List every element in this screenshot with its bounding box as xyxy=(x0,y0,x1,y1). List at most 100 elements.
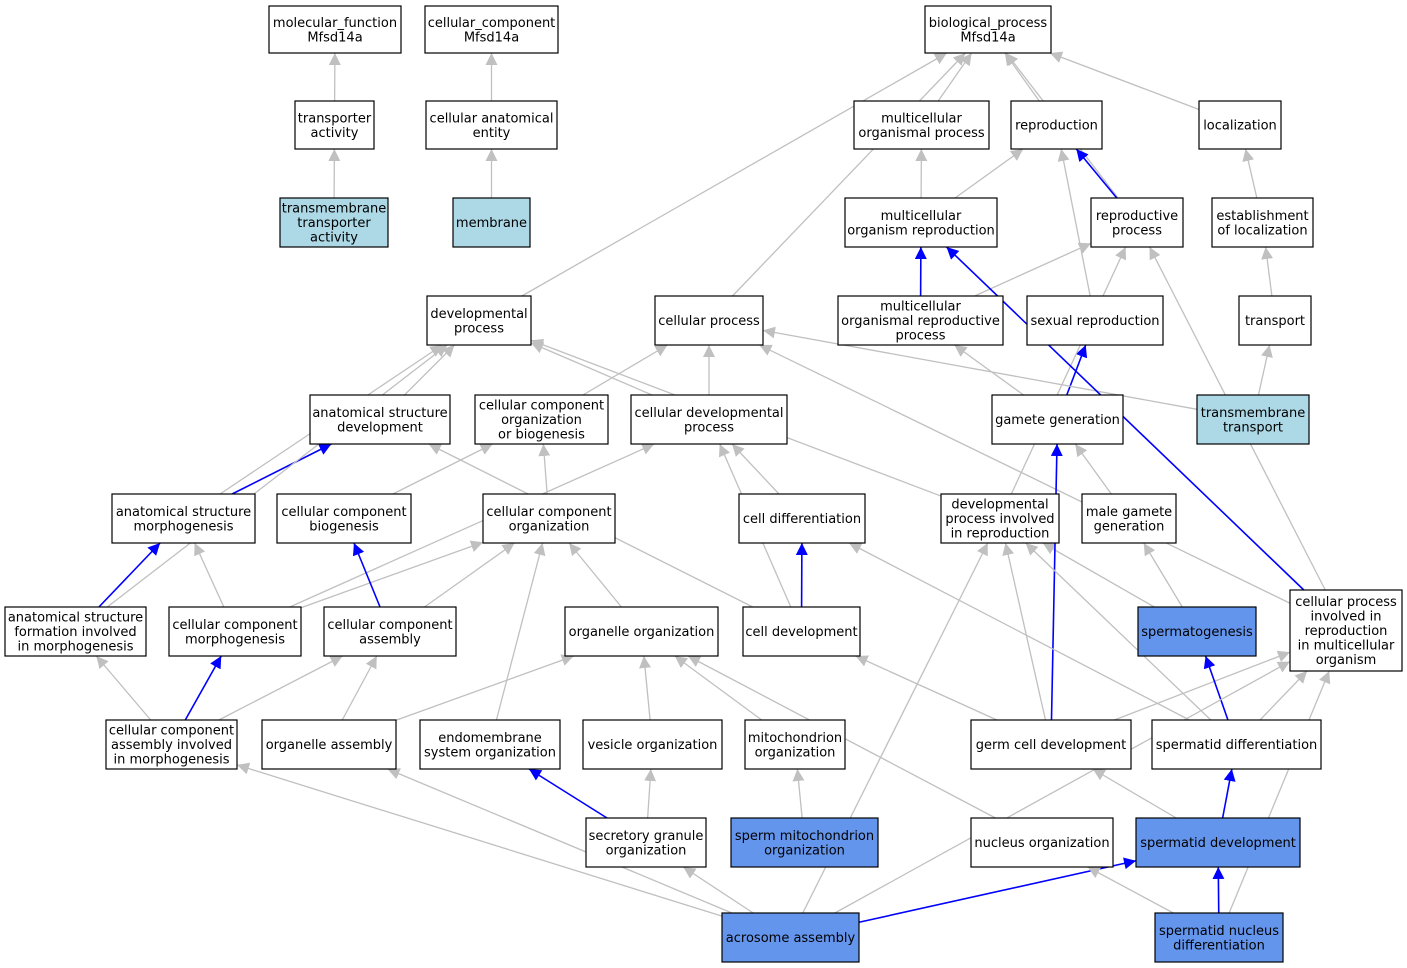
node-aa[interactable]: acrosome assembly xyxy=(721,912,860,963)
node-label-line: organization xyxy=(501,413,582,428)
node-box xyxy=(924,5,1052,54)
node-label-line: organization xyxy=(755,745,836,760)
node-label-line: cell differentiation xyxy=(743,512,861,527)
node-box xyxy=(970,817,1114,868)
node-tr[interactable]: transport xyxy=(1238,295,1312,346)
edge-snd-to-cpmo xyxy=(1228,670,1331,914)
node-box xyxy=(419,719,561,770)
node-cp[interactable]: cellular process xyxy=(654,295,764,346)
edge-mor-to-rep xyxy=(954,148,1024,199)
node-label-line: cellular anatomical xyxy=(430,111,554,126)
node-oo[interactable]: organelle organization xyxy=(564,606,719,657)
node-box xyxy=(738,493,866,544)
node-label-line: cellular component xyxy=(327,618,452,633)
node-spd[interactable]: spermatid differentiation xyxy=(1151,719,1322,770)
node-label-line: biogenesis xyxy=(309,519,379,534)
node-label-line: cellular component xyxy=(172,618,297,633)
node-oa[interactable]: organelle assembly xyxy=(261,719,397,770)
node-gg[interactable]: gamete generation xyxy=(991,394,1124,445)
node-box xyxy=(844,197,998,248)
node-label-line: vesicle organization xyxy=(588,738,718,753)
node-label-line: assembly involved xyxy=(111,738,232,753)
node-label-line: spermatid differentiation xyxy=(1156,738,1318,753)
node-sr[interactable]: sexual reproduction xyxy=(1026,295,1164,346)
node-label-line: anatomical structure xyxy=(312,406,447,421)
node-label-line: in reproduction xyxy=(951,527,1050,542)
node-box xyxy=(730,817,879,868)
edge-spd-to-spg xyxy=(1203,655,1229,721)
node-no[interactable]: nucleus organization xyxy=(970,817,1114,868)
node-label-line: multicellular xyxy=(881,111,962,126)
node-gcd[interactable]: germ cell development xyxy=(970,719,1132,770)
edge-ccm-to-asm xyxy=(194,542,225,608)
node-label-line: transporter xyxy=(297,216,371,231)
node-loc[interactable]: localization xyxy=(1198,100,1282,150)
node-box xyxy=(1154,912,1284,963)
node-box xyxy=(1090,197,1184,248)
edge-gcd-to-dpr xyxy=(1002,542,1047,721)
node-box xyxy=(970,719,1132,770)
node-vo[interactable]: vesicle organization xyxy=(582,719,723,770)
node-cd[interactable]: cell differentiation xyxy=(738,493,866,544)
edge-eol-to-loc xyxy=(1242,148,1258,199)
edge-dp-to-bp xyxy=(521,52,948,297)
edge-ccob-to-cp xyxy=(582,344,668,396)
node-spg[interactable]: spermatogenesis xyxy=(1137,606,1257,657)
node-rep[interactable]: reproduction xyxy=(1010,100,1103,150)
node-label-line: formation involved xyxy=(14,625,136,640)
node-label-line: cellular component xyxy=(281,505,406,520)
edge-spd-to-cpmo xyxy=(1259,670,1308,721)
node-label-line: developmental xyxy=(951,498,1048,513)
node-box xyxy=(585,817,707,868)
node-label-line: organism reproduction xyxy=(847,223,995,238)
edge-mrp-to-rp xyxy=(974,242,1092,297)
node-label-line: nucleus organization xyxy=(974,836,1109,851)
node-box xyxy=(424,5,559,54)
node-label-line: morphogenesis xyxy=(185,632,285,647)
node-box xyxy=(452,197,531,248)
node-box xyxy=(991,394,1124,445)
node-label-line: cellular component xyxy=(486,505,611,520)
node-cdev[interactable]: cell development xyxy=(742,606,861,657)
edge-oa-to-oo xyxy=(395,654,574,721)
node-sdev[interactable]: spermatid development xyxy=(1135,817,1301,868)
node-label-line: involved in xyxy=(1310,610,1381,625)
node-mem[interactable]: membrane xyxy=(452,197,531,248)
node-label-line: or biogenesis xyxy=(498,428,585,443)
edge-ccam-to-asf xyxy=(95,655,152,721)
node-label-line: spermatogenesis xyxy=(1141,625,1253,640)
node-box xyxy=(4,606,147,657)
node-label-line: cellular_component xyxy=(428,16,556,31)
